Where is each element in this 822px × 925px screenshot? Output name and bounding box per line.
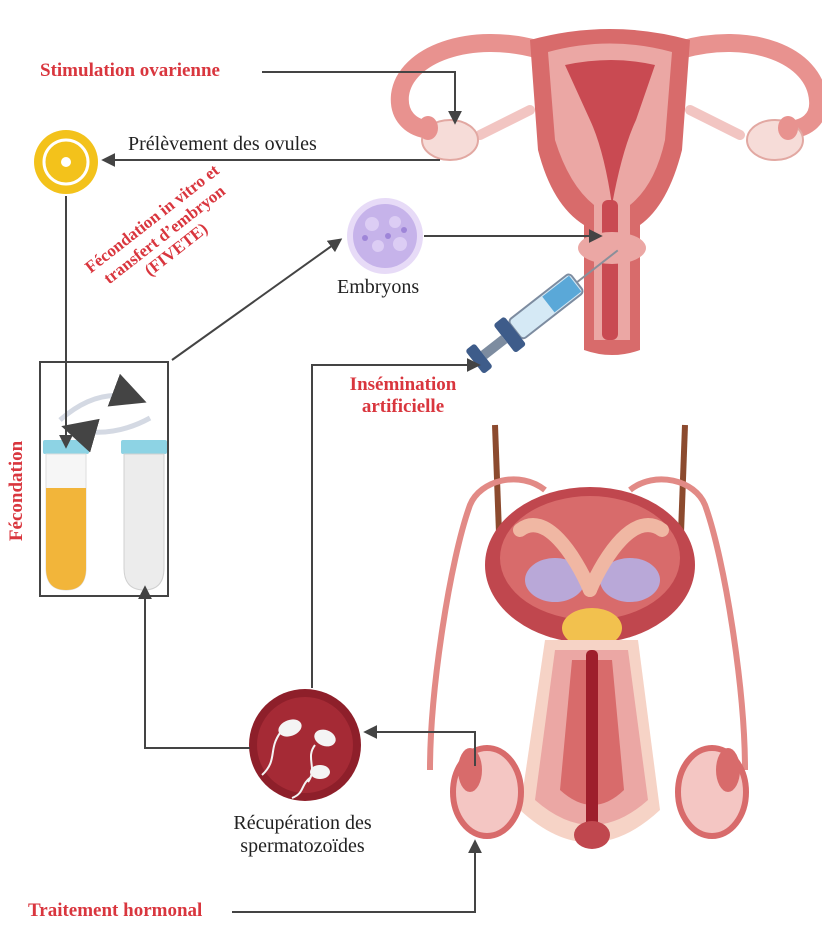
ovum-icon bbox=[34, 130, 98, 194]
label-fecondation: Fécondation bbox=[6, 436, 28, 546]
male-reproductive-illustration bbox=[430, 425, 746, 849]
label-recuperation: Récupération des spermatozoïdes bbox=[210, 812, 395, 858]
label-traitement-hormonal: Traitement hormonal bbox=[28, 900, 202, 922]
label-recuperation-line1: Récupération des bbox=[210, 812, 395, 835]
fecondation-box bbox=[40, 362, 168, 596]
arrow-stimulation bbox=[262, 72, 455, 122]
spermatozoa-icon bbox=[249, 689, 361, 801]
female-reproductive-illustration bbox=[400, 29, 818, 355]
label-stimulation-ovarienne: Stimulation ovarienne bbox=[40, 60, 220, 82]
arrow-box-to-embryo bbox=[172, 240, 340, 360]
arrow-testis-to-sperm bbox=[366, 732, 475, 766]
label-insemination-line2: artificielle bbox=[338, 396, 468, 418]
label-recuperation-line2: spermatozoïdes bbox=[210, 835, 395, 858]
embryo-icon bbox=[347, 198, 423, 274]
label-insemination: Insémination artificielle bbox=[338, 374, 468, 418]
label-embryons: Embryons bbox=[337, 276, 419, 299]
label-insemination-line1: Insémination bbox=[338, 374, 468, 396]
arrow-sperm-to-tube bbox=[145, 588, 250, 748]
label-prelevement-des-ovules: Prélèvement des ovules bbox=[128, 133, 317, 156]
